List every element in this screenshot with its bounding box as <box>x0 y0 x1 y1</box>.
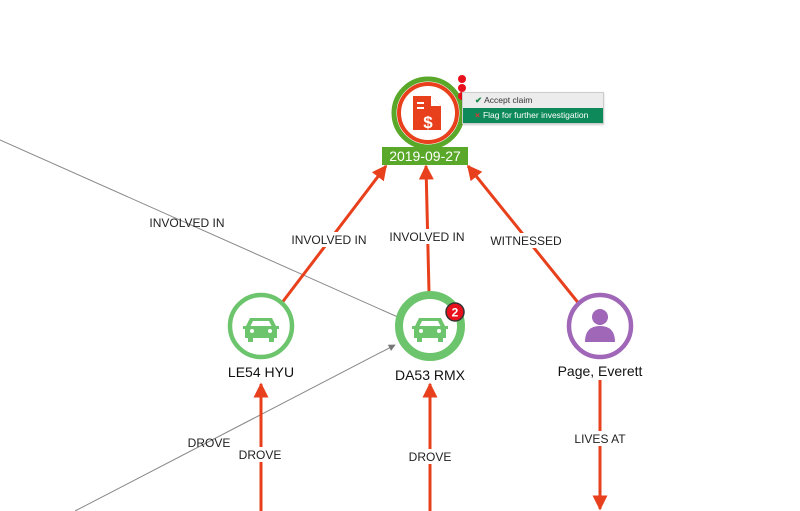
edge-label: DROVE <box>239 448 282 462</box>
edge-label: INVOLVED IN <box>149 216 224 230</box>
person-node-page-everett[interactable]: Page, Everett <box>558 292 643 379</box>
edge-label: WITNESSED <box>490 234 562 248</box>
menu-item-accept-claim[interactable]: ✔Accept claim <box>463 93 603 108</box>
person-icon <box>585 309 615 342</box>
edge-label: DROVE <box>188 436 231 450</box>
document-dollar-icon: $ <box>413 96 441 132</box>
claim-context-menu: ✔Accept claim ×Flag for further investig… <box>462 92 604 124</box>
count-badge: 2 <box>445 302 465 322</box>
node-label: LE54 HYU <box>228 364 294 380</box>
menu-item-label: Flag for further investigation <box>482 110 589 120</box>
status-dot <box>458 84 466 92</box>
edge-drove-gray[interactable] <box>74 344 396 511</box>
edge-label: LIVES AT <box>574 432 626 446</box>
svg-text:$: $ <box>423 113 433 132</box>
menu-item-flag-investigation[interactable]: ×Flag for further investigation <box>463 108 603 123</box>
status-dot <box>458 75 466 83</box>
edge-label: INVOLVED IN <box>389 230 464 244</box>
vehicle-node-da53[interactable]: 2 DA53 RMX <box>395 291 466 383</box>
edge-label: DROVE <box>409 450 452 464</box>
car-icon <box>412 318 448 342</box>
claim-date: 2019-09-27 <box>389 148 461 164</box>
svg-text:2: 2 <box>452 306 459 320</box>
car-icon <box>243 318 279 342</box>
menu-item-label: Accept claim <box>484 95 533 105</box>
node-label: DA53 RMX <box>395 367 466 383</box>
edge-involved-in-gray[interactable] <box>0 139 401 319</box>
edge-label: INVOLVED IN <box>291 233 366 247</box>
node-label: Page, Everett <box>558 363 643 379</box>
claim-node[interactable]: $ 2019-09-27 <box>382 75 468 165</box>
x-icon: × <box>475 110 480 120</box>
vehicle-node-le54[interactable]: LE54 HYU <box>227 292 295 380</box>
check-icon: ✔ <box>475 95 483 105</box>
